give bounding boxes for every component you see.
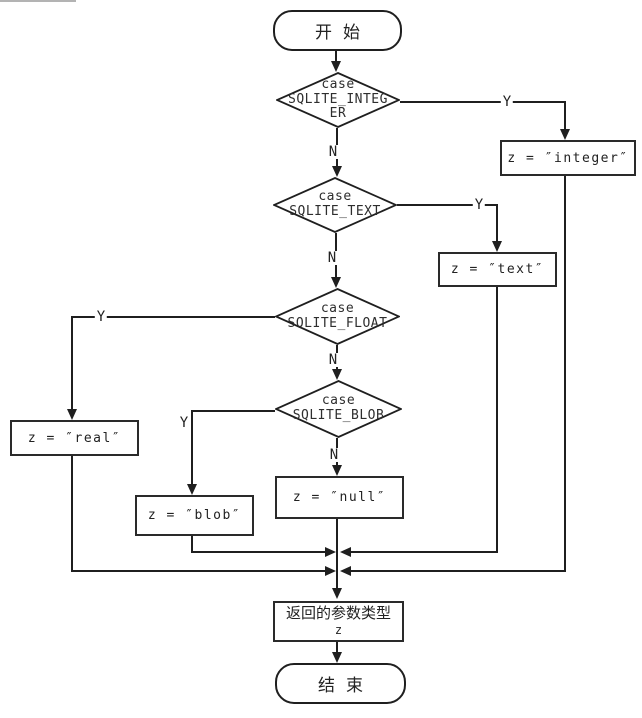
decision-line: SQLITE_FLOAT	[287, 315, 388, 331]
decision-line: case	[321, 77, 355, 93]
process-z-null: z = ″null″	[275, 476, 404, 519]
end-label: 结束	[318, 676, 374, 696]
decision-sqlite-integer: case SQLITE_INTEG ER	[276, 72, 400, 128]
branch-label-no-float: N	[326, 352, 340, 368]
diamond-shape	[275, 380, 402, 438]
connector-result-end	[336, 638, 338, 653]
process-z-real: z = ″real″	[10, 420, 139, 456]
branch-label-yes-integer: Y	[500, 94, 514, 110]
process-z-null-label: z = ″null″	[292, 490, 387, 505]
arrowhead-merge1-left	[325, 547, 336, 557]
connector-d3-yes-h	[71, 316, 275, 318]
arrowhead-into-d4	[332, 369, 342, 380]
decision-line: case	[318, 189, 352, 205]
decision-sqlite-blob-text: case SQLITE_BLOB	[275, 380, 402, 438]
arrowhead-into-blob-box	[187, 484, 197, 495]
process-z-integer: z = ″integer″	[500, 140, 636, 176]
process-z-text-label: z = ″text″	[450, 262, 545, 277]
connector-null-result	[336, 515, 338, 589]
decision-line: ER	[329, 106, 347, 122]
arrowhead-into-text-box	[492, 241, 502, 252]
connector-d1-yes-v	[564, 101, 566, 130]
branch-label-yes-float: Y	[94, 309, 108, 325]
scan-artifact	[0, 0, 76, 2]
start-label: 开始	[315, 23, 371, 43]
decision-line: case	[320, 300, 355, 316]
process-z-blob-label: z = ″blob″	[147, 508, 242, 523]
connector-integer-down	[564, 172, 566, 572]
arrowhead-into-result-box	[332, 588, 342, 599]
result-line2: z	[334, 623, 343, 638]
arrowhead-into-real-box	[67, 409, 77, 420]
diamond-shape	[276, 72, 400, 128]
decision-sqlite-float-text: case SQLITE_FLOAT	[275, 288, 400, 345]
process-z-integer-label: z = ″integer″	[507, 150, 629, 166]
branch-label-no-integer: N	[326, 144, 340, 160]
decision-line: SQLITE_BLOB	[292, 408, 385, 423]
arrowhead-into-null-box	[332, 465, 342, 476]
connector-blob-down	[191, 532, 193, 553]
end-terminator: 结束	[275, 663, 406, 704]
connector-d2-yes-v	[496, 204, 498, 242]
connector-d4-yes-v	[191, 410, 193, 485]
decision-line: case	[321, 393, 356, 409]
connector-d2-yes-h	[397, 204, 498, 206]
process-z-text: z = ″text″	[438, 252, 557, 287]
branch-label-no-text: N	[325, 250, 339, 266]
decision-sqlite-blob: case SQLITE_BLOB	[275, 380, 402, 438]
decision-sqlite-text-text: case SQLITE_TEXT	[273, 177, 397, 233]
connector-blob-merge	[191, 551, 330, 553]
branch-label-yes-text: Y	[472, 197, 486, 213]
result-line1: 返回的参数类型	[285, 603, 391, 622]
connector-d1-yes-h	[400, 101, 566, 103]
arrowhead-merge2-left	[325, 566, 336, 576]
decision-sqlite-integer-text: case SQLITE_INTEG ER	[276, 72, 400, 128]
arrowhead-merge2-right	[340, 566, 351, 576]
arrowhead-into-d1	[331, 61, 341, 72]
decision-line: SQLITE_TEXT	[289, 204, 381, 219]
process-z-blob: z = ″blob″	[135, 495, 254, 536]
arrowhead-into-end	[332, 652, 342, 663]
connector-d4-yes-h	[191, 410, 275, 412]
connector-real-down	[71, 452, 73, 572]
arrowhead-into-d3	[331, 277, 341, 288]
connector-text-merge	[344, 551, 498, 553]
connector-d3-yes-v	[71, 316, 73, 410]
decision-sqlite-text: case SQLITE_TEXT	[273, 177, 397, 233]
process-z-real-label: z = ″real″	[27, 430, 122, 446]
start-terminator: 开始	[273, 10, 402, 51]
connector-start-d1	[335, 47, 337, 63]
diamond-shape	[275, 288, 400, 345]
arrowhead-merge1-right	[340, 547, 351, 557]
arrowhead-into-d2	[332, 166, 342, 177]
connector-integer-merge	[344, 570, 566, 572]
arrowhead-into-integer-box	[560, 129, 570, 140]
connector-real-merge	[71, 570, 330, 572]
branch-label-no-blob: N	[327, 447, 341, 463]
connector-text-down	[496, 283, 498, 553]
result-box: 返回的参数类型 z	[273, 601, 404, 642]
diamond-shape	[273, 177, 397, 233]
branch-label-yes-blob: Y	[177, 415, 191, 431]
decision-sqlite-float: case SQLITE_FLOAT	[275, 288, 400, 345]
decision-line: SQLITE_INTEG	[288, 91, 388, 107]
